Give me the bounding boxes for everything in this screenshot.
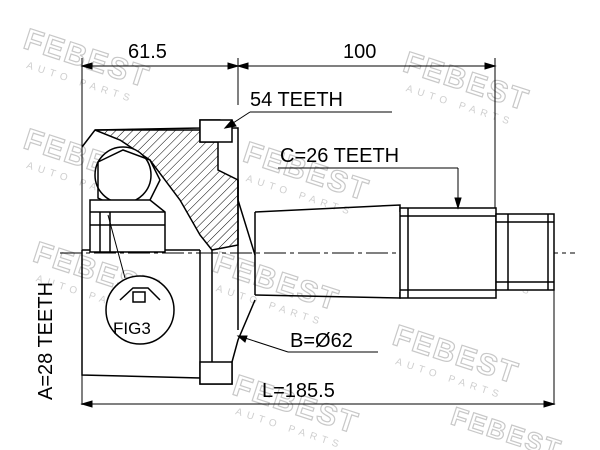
fig3-key (132, 291, 146, 303)
dim-61-5-line (80, 62, 240, 70)
inner-race (89, 199, 166, 253)
dim-outer-length-label: 61.5 (128, 41, 167, 63)
diameter-leader (236, 335, 378, 353)
abs-teeth-label: 54 TEETH (250, 89, 343, 111)
spline-section (399, 207, 497, 299)
threaded-tip (495, 213, 555, 291)
abs-teeth-leader (223, 111, 392, 129)
inner-spline-label: A=28 TEETH (35, 282, 57, 400)
dim-total-length-label: L=185.5 (262, 380, 335, 402)
diameter-label: B=Ø62 (290, 330, 353, 352)
fig3-label: FIG3 (113, 319, 151, 338)
dim-100-line (236, 62, 497, 70)
fig3-leader (107, 214, 126, 279)
dim-total-line (80, 400, 556, 408)
abs-ring-lower (199, 361, 233, 385)
abs-ring (199, 119, 233, 143)
outer-spline-leader (278, 167, 462, 210)
fig3-callout-circle (105, 275, 175, 345)
fig3-inner-detail (119, 287, 161, 301)
outer-spline-label: C=26 TEETH (280, 145, 399, 167)
watermark-brand: FEBEST (448, 401, 566, 450)
dim-shaft-length-label: 100 (343, 41, 376, 63)
